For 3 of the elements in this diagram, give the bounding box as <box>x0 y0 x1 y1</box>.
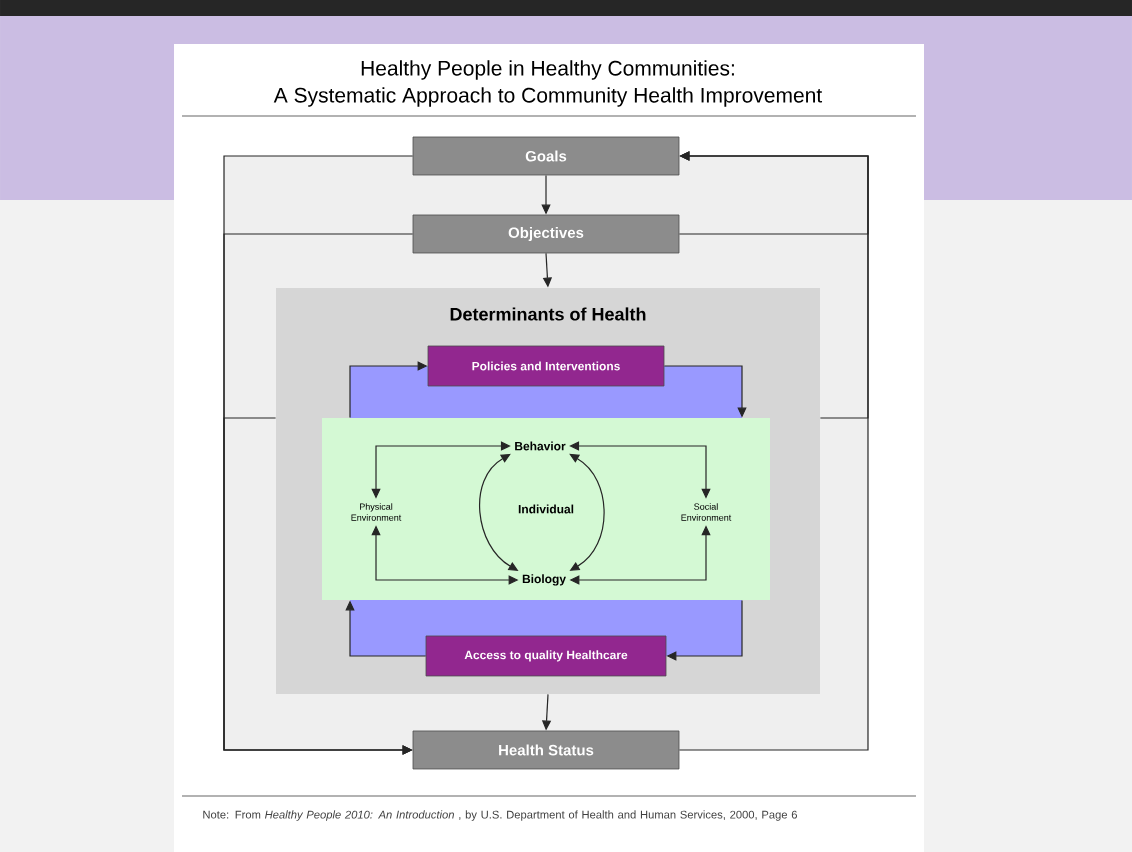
subtitle: A Systematic Approach to Community Health Improvement <box>273 87 823 107</box>
title: Healthy People in Healthy Communities: <box>361 60 734 80</box>
arrow <box>569 453 605 571</box>
